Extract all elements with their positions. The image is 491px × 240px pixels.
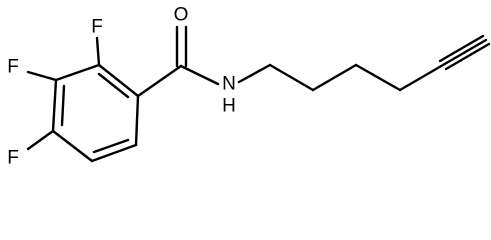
atom-label-amide-hydrogen: H xyxy=(222,96,236,117)
chemical-structure-diagram: O N H F F F xyxy=(7,5,491,169)
ring-bond-c3-c4-inner xyxy=(60,84,66,127)
atom-label-fluorine-2: F xyxy=(91,17,103,38)
bond-nitrogen-chain xyxy=(237,63,272,84)
bond-c4-f xyxy=(26,129,55,151)
benzene-ring xyxy=(51,63,140,163)
atom-label-carbonyl-oxygen: O xyxy=(174,5,189,26)
atom-label-amide-nitrogen: N xyxy=(222,74,236,95)
ring-bond-c1-c2-inner xyxy=(97,72,130,99)
bond-carbonyl-nitrogen xyxy=(179,64,220,86)
ring-bond-c3-c4 xyxy=(51,78,58,133)
chain-bond-1 xyxy=(268,63,315,92)
chain-bond-4 xyxy=(398,63,445,92)
ring-bond-c5-c6-inner xyxy=(92,138,130,154)
ring-bond-c1-c2 xyxy=(97,63,140,98)
chain-bond-2 xyxy=(311,63,358,92)
chain-bond-3 xyxy=(354,63,402,92)
atom-label-fluorine-3: F xyxy=(7,57,19,78)
ring-bond-c5-c6 xyxy=(90,143,138,163)
bond-c3-f xyxy=(26,70,58,82)
bond-ring-carbonyl xyxy=(136,64,183,98)
ring-bond-c6-c1 xyxy=(134,94,140,147)
bond-c2-f xyxy=(95,36,101,67)
ring-bond-c2-c3 xyxy=(54,63,101,82)
alkyne-triple-bond xyxy=(438,34,491,71)
ring-bond-c4-c5 xyxy=(51,129,94,163)
atom-label-fluorine-4: F xyxy=(7,148,19,169)
